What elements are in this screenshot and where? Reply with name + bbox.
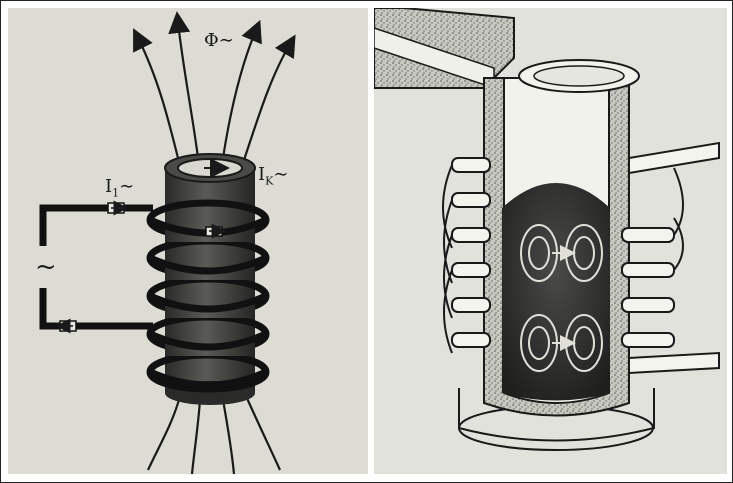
ac-source-symbol: ~ xyxy=(35,254,57,280)
coil-drawing xyxy=(8,8,368,474)
primary-current-label: I1∼ xyxy=(105,178,134,199)
flux-label: Φ∼ xyxy=(204,32,234,50)
field-lines-bottom xyxy=(148,396,280,474)
induced-current-label: IK∼ xyxy=(258,166,288,187)
induction-furnace-diagram xyxy=(374,8,727,474)
pouring-spout xyxy=(374,8,514,88)
furnace-drawing xyxy=(374,8,727,474)
induction-coil-diagram: Φ∼ I1∼ IK∼ ~ xyxy=(8,8,368,474)
coil-leads xyxy=(43,208,153,326)
